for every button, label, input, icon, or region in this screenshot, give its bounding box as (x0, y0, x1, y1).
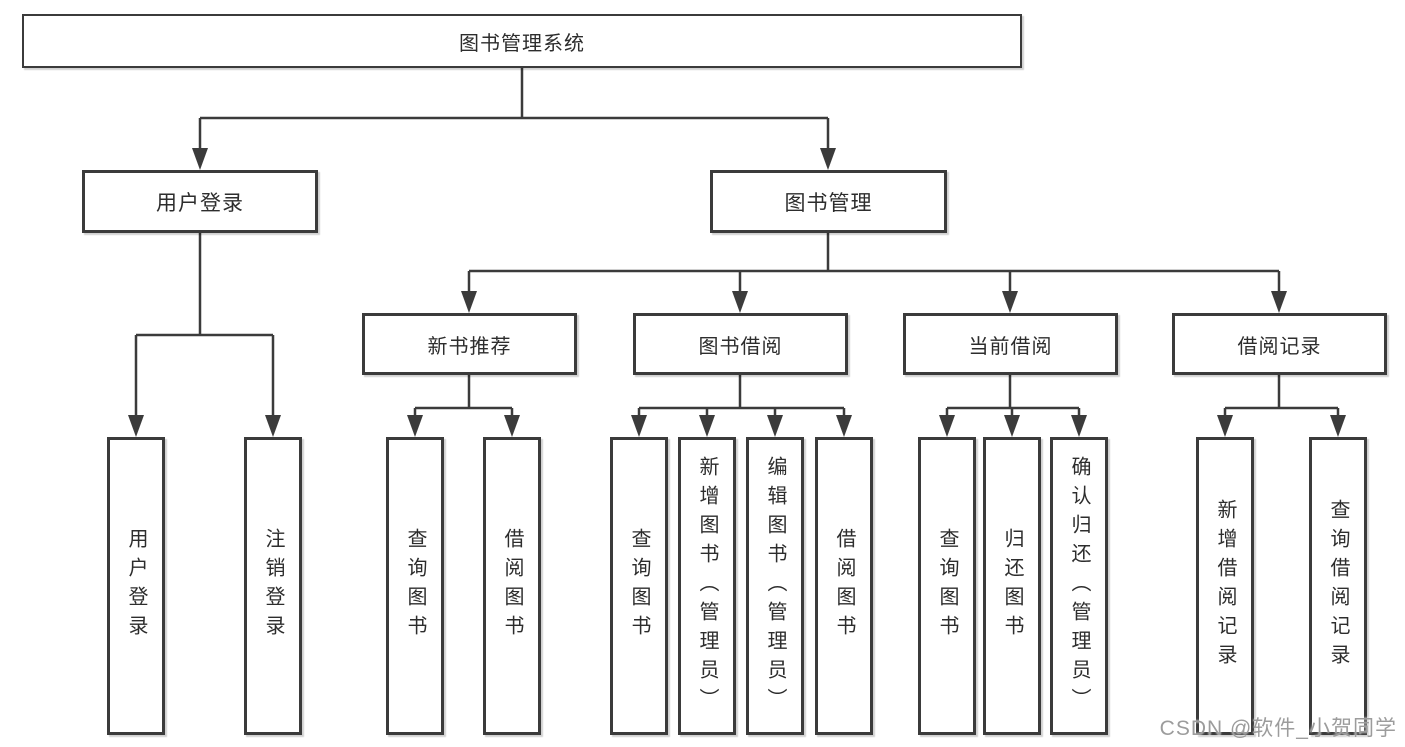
node-book-management-branch: 图书管理 (710, 170, 947, 233)
leaf-borrow-books-1: 借阅图书 (483, 437, 541, 735)
leaf-label: 确认归还（管理员） (1068, 455, 1090, 717)
leaf-label: 查询借阅记录 (1327, 499, 1349, 673)
leaf-label: 查询图书 (628, 528, 650, 644)
leaf-user-login: 用户登录 (107, 437, 165, 735)
leaf-edit-book-admin: 编辑图书（管理员） (746, 437, 804, 735)
leaf-query-books-2: 查询图书 (610, 437, 668, 735)
leaf-return-book: 归还图书 (983, 437, 1041, 735)
leaf-label: 归还图书 (1001, 528, 1023, 644)
csdn-watermark: CSDN @软件_小贺同学 (1159, 717, 1397, 740)
leaf-label: 借阅图书 (833, 528, 855, 644)
leaf-add-borrow-record: 新增借阅记录 (1196, 437, 1254, 735)
leaf-label: 查询图书 (404, 528, 426, 644)
node-current-borrowing: 当前借阅 (903, 313, 1118, 375)
leaf-query-books-1: 查询图书 (386, 437, 444, 735)
leaf-confirm-return-admin: 确认归还（管理员） (1050, 437, 1108, 735)
leaf-label: 用户登录 (125, 528, 147, 644)
node-new-book-recommendation: 新书推荐 (362, 313, 577, 375)
leaf-query-borrow-record: 查询借阅记录 (1309, 437, 1367, 735)
leaf-label: 注销登录 (262, 528, 284, 644)
node-library-management-system: 图书管理系统 (22, 14, 1022, 68)
leaf-label: 编辑图书（管理员） (764, 455, 786, 717)
leaf-logout: 注销登录 (244, 437, 302, 735)
arrowhead-icons (128, 148, 1346, 437)
leaf-query-books-3: 查询图书 (918, 437, 976, 735)
leaf-add-book-admin: 新增图书（管理员） (678, 437, 736, 735)
node-user-login-branch: 用户登录 (82, 170, 318, 233)
leaf-label: 新增借阅记录 (1214, 499, 1236, 673)
node-book-borrowing: 图书借阅 (633, 313, 848, 375)
node-borrowing-records: 借阅记录 (1172, 313, 1387, 375)
leaf-label: 借阅图书 (501, 528, 523, 644)
leaf-label: 新增图书（管理员） (696, 455, 718, 717)
leaf-borrow-books-2: 借阅图书 (815, 437, 873, 735)
leaf-label: 查询图书 (936, 528, 958, 644)
